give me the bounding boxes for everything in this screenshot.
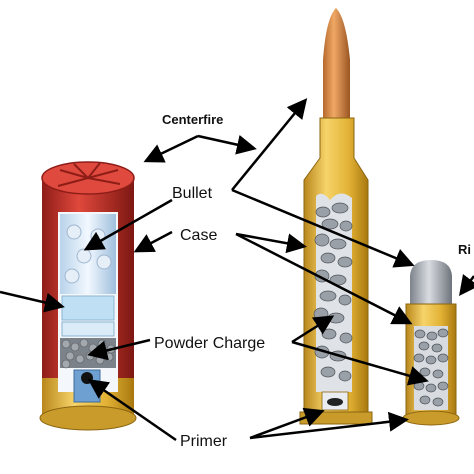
label-rimfire: Ri (458, 242, 471, 257)
primer-arrow-centerfire (249, 407, 325, 440)
bullet-arrow-shot (83, 198, 173, 251)
wad (61, 295, 115, 321)
powder-arrow-centerfire (291, 315, 335, 344)
primer-arrow-shotshell (87, 379, 177, 442)
rimfire-rim (402, 410, 460, 426)
centerfire-primer (327, 398, 343, 406)
wad-arrow (0, 290, 65, 313)
label-bullet: Bullet (172, 185, 213, 202)
rimfire-bullet (410, 260, 452, 306)
shotshell-rim (39, 405, 137, 431)
label-centerfire: Centerfire (162, 112, 223, 127)
case-arrow-centerfire (235, 232, 307, 254)
rimfire-arrow (459, 274, 474, 296)
bullet-arrow-rimfire (231, 188, 415, 268)
label-case: Case (180, 227, 217, 244)
centerfire-bullet (323, 8, 350, 120)
centerfire-rim (299, 411, 373, 425)
crimp-folds (57, 162, 121, 187)
powder-arrow-rimfire (291, 340, 429, 386)
shotshell-primer (81, 372, 93, 384)
label-primer: Primer (180, 433, 228, 450)
centerfire-cartridge (299, 8, 373, 425)
bullet-arrow-centerfire (231, 98, 308, 191)
callout-arrows (0, 98, 474, 442)
centerfire-arrow-left (143, 134, 199, 163)
powder-arrow-shotshell (87, 338, 151, 361)
primer-arrow-rimfire (249, 411, 409, 440)
centerfire-arrow-right (197, 134, 257, 155)
shotshell (39, 161, 137, 431)
label-powder-charge: Powder Charge (154, 335, 265, 352)
case-arrow-shotshell (133, 230, 173, 253)
rimfire-cartridge (402, 260, 460, 426)
case-arrow-rimfire (235, 232, 413, 325)
